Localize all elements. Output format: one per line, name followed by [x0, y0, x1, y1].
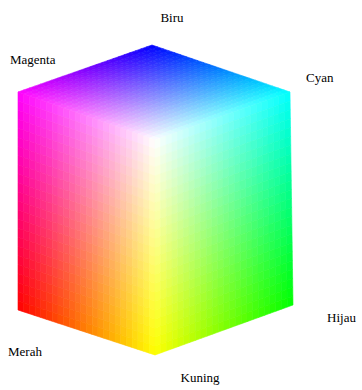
cube-faces: [18, 45, 293, 355]
face-cell: [29, 305, 35, 316]
face-cell: [69, 318, 75, 329]
face-cell: [212, 323, 218, 334]
face-cell: [52, 312, 58, 323]
face-cell: [18, 301, 24, 312]
face-cell: [87, 323, 93, 334]
face-cell: [155, 344, 161, 355]
face-cell: [115, 333, 121, 344]
face-cell: [126, 337, 132, 348]
face-cell: [195, 329, 201, 340]
face-cell: [258, 307, 264, 318]
face-cell: [230, 317, 236, 328]
face-cell: [276, 300, 282, 311]
face-cell: [41, 308, 47, 319]
face-cell: [161, 342, 167, 353]
face-cell: [47, 310, 53, 321]
face-cell: [64, 316, 70, 327]
face-cell: [235, 315, 241, 326]
face-cell: [218, 321, 224, 332]
face-cell: [75, 320, 81, 331]
face-cell: [35, 307, 41, 318]
face-cell: [224, 319, 230, 330]
face-cell: [270, 302, 276, 313]
color-label: Hijau: [327, 310, 356, 326]
face-cell: [178, 336, 184, 347]
face-cell: [109, 331, 115, 342]
color-label: Kuning: [181, 370, 220, 386]
face-cell: [138, 340, 144, 351]
face-cell: [104, 329, 110, 340]
face-cell: [98, 327, 104, 338]
face-cell: [189, 331, 195, 342]
face-cell: [201, 327, 207, 338]
face-cell: [241, 313, 247, 324]
face-cell: [166, 340, 172, 351]
face-cell: [24, 303, 30, 314]
face-cell: [247, 311, 253, 322]
face-cell: [184, 334, 190, 345]
face-cell: [58, 314, 64, 325]
face-cell: [81, 322, 87, 333]
face-cell: [172, 338, 178, 349]
face-cell: [287, 296, 293, 307]
face-cell: [281, 298, 287, 309]
face-cell: [149, 344, 155, 355]
color-label: Biru: [160, 10, 183, 26]
face-cell: [144, 342, 150, 353]
color-label: Cyan: [306, 70, 333, 86]
color-label: Merah: [8, 344, 42, 360]
face-cell: [253, 309, 259, 320]
face-cell: [132, 339, 138, 350]
face-cell: [121, 335, 127, 346]
face-cell: [264, 304, 270, 315]
color-label: Magenta: [10, 52, 55, 68]
face-cell: [207, 325, 213, 336]
face-cell: [92, 325, 98, 336]
